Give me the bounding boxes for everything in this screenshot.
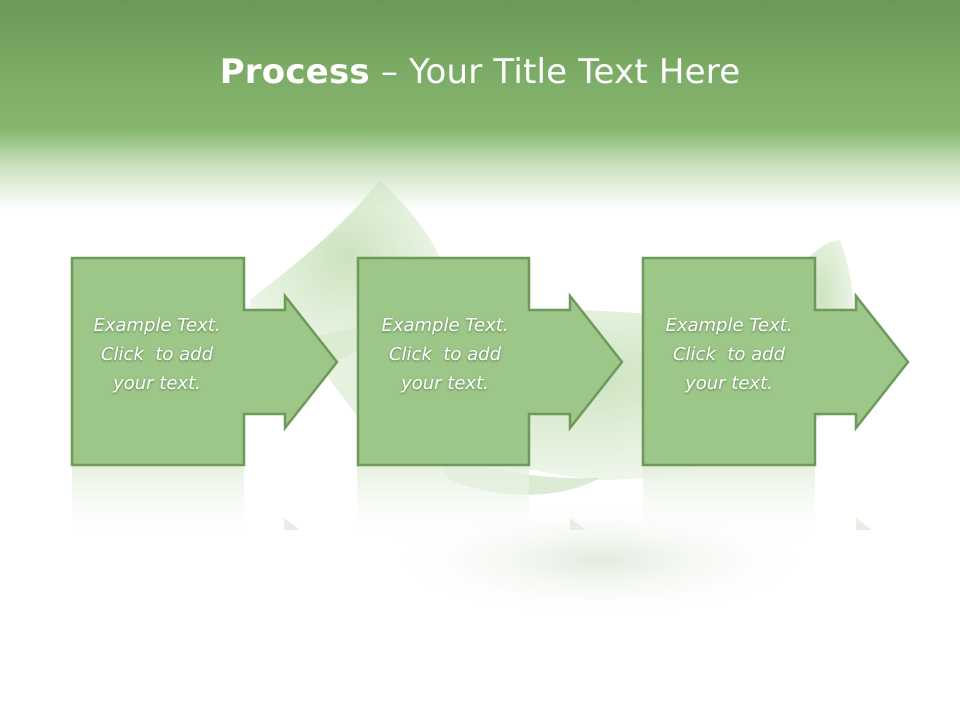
step-line: Example Text. — [665, 315, 793, 336]
step-line: Click to add — [388, 344, 501, 365]
title-bold: Process — [219, 52, 370, 92]
step-line: your text. — [401, 373, 489, 394]
step-line: your text. — [113, 373, 201, 394]
step-line: Click to add — [100, 344, 213, 365]
header-band — [0, 0, 960, 210]
title-rest: – Your Title Text Here — [369, 52, 741, 92]
step-line: Click to add — [672, 344, 785, 365]
process-step-3-shape[interactable] — [641, 256, 910, 467]
step-line: Example Text. — [381, 315, 509, 336]
process-step-3-text[interactable]: Example Text. Click to add your text. — [644, 311, 814, 398]
process-step-1-text[interactable]: Example Text. Click to add your text. — [72, 311, 242, 398]
process-step-1-shape[interactable] — [70, 256, 339, 467]
process-step-2-text[interactable]: Example Text. Click to add your text. — [360, 311, 530, 398]
step-line: your text. — [685, 373, 773, 394]
process-step-2-shape[interactable] — [356, 256, 624, 467]
step-line: Example Text. — [93, 315, 221, 336]
slide-title[interactable]: Process – Your Title Text Here — [0, 52, 960, 92]
shapes-reflection — [72, 466, 872, 546]
